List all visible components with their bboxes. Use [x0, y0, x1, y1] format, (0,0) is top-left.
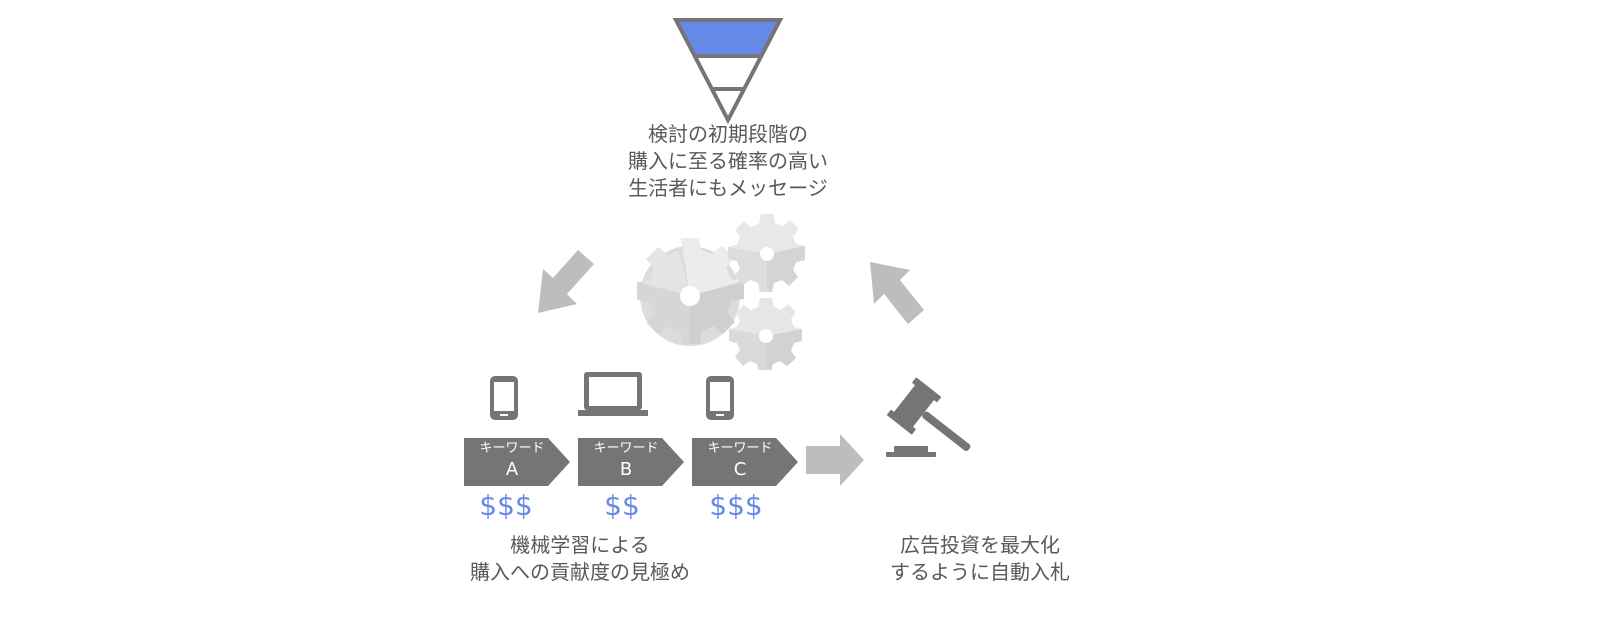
keyword-letter: C	[733, 459, 747, 480]
arrow-up-left-icon	[870, 262, 924, 324]
keyword-label: キーワード	[479, 441, 545, 456]
smartphone-icon	[490, 376, 518, 420]
keyword-label: キーワード	[593, 441, 659, 456]
funnel-caption-line1: 検討の初期段階の	[648, 122, 808, 146]
ml-caption-line1: 機械学習による	[510, 533, 650, 557]
ml-caption: 機械学習による 購入への貢献度の見極め	[430, 532, 730, 586]
keyword-letter: A	[505, 459, 519, 480]
cost-indicator-b: $$	[604, 489, 640, 522]
keyword-c-tag: キーワード C	[692, 438, 800, 486]
keyword-label: キーワード	[707, 441, 773, 456]
ml-caption-line2: 購入への貢献度の見極め	[470, 560, 690, 584]
smartphone-icon	[706, 376, 734, 420]
cost-indicator-a: $$$	[479, 489, 533, 522]
laptop-icon	[578, 372, 648, 416]
keyword-a-tag: キーワード A	[464, 438, 572, 486]
chevron-shape	[692, 438, 798, 486]
gavel-icon	[886, 377, 971, 457]
bid-caption-line2: するように自動入札	[890, 560, 1070, 584]
chevron-shape	[578, 438, 684, 486]
funnel-icon	[672, 18, 784, 124]
keyword-letter: B	[619, 459, 633, 480]
keyword-b-tag: キーワード B	[578, 438, 686, 486]
arrow-right-icon	[806, 434, 864, 486]
funnel-caption-line2: 購入に至る確率の高い	[628, 149, 828, 173]
arrow-down-left-icon	[538, 250, 594, 313]
cost-indicator-c: $$$	[709, 489, 763, 522]
bid-caption: 広告投資を最大化 するように自動入札	[850, 532, 1110, 586]
gears-icon	[637, 214, 805, 370]
funnel-caption: 検討の初期段階の 購入に至る確率の高い 生活者にもメッセージ	[578, 121, 878, 202]
funnel-caption-line3: 生活者にもメッセージ	[628, 176, 828, 200]
chevron-shape	[464, 438, 570, 486]
bid-caption-line1: 広告投資を最大化	[900, 533, 1060, 557]
